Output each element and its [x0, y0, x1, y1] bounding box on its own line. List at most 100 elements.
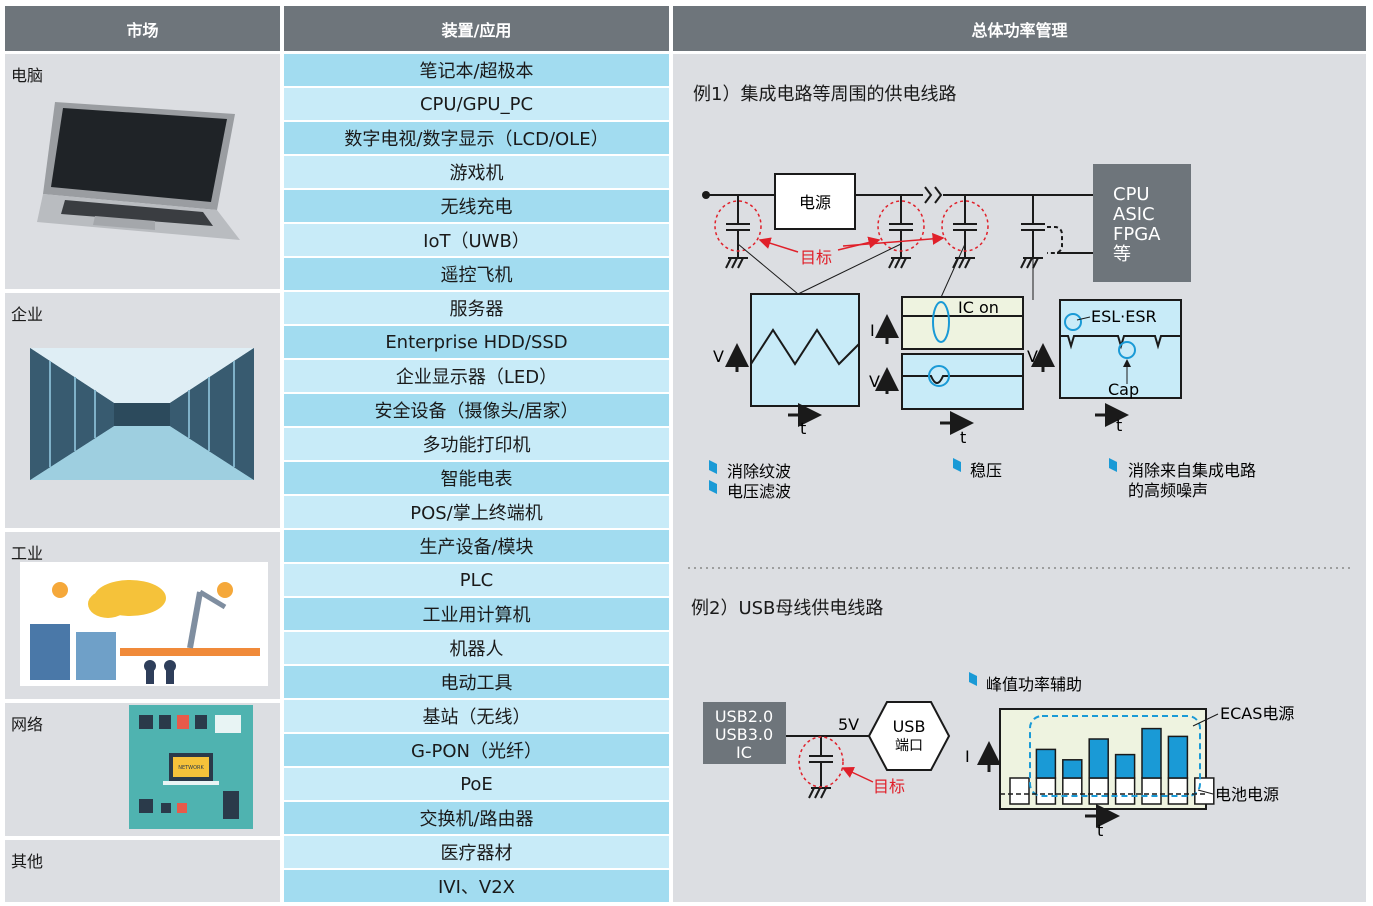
voltage-label: 5V: [838, 715, 859, 734]
v-label: V: [869, 372, 880, 391]
usb-ic-label: USB2.0: [715, 707, 773, 726]
market-network: 网络 NETWORK: [5, 703, 280, 836]
usb-ic-label: IC: [736, 743, 752, 762]
application-item: 工业用计算机: [284, 598, 669, 630]
factory-illustration: [20, 562, 268, 686]
application-item: Enterprise HDD/SSD: [284, 326, 669, 358]
peak-power-label: 峰值功率辅助: [986, 675, 1082, 694]
battery-bar: [1114, 777, 1136, 805]
application-item: G-PON（光纤）: [284, 734, 669, 766]
chip-box: [1093, 164, 1191, 282]
usb-port-hexagon: [867, 701, 951, 771]
voltage-waveform: [901, 353, 1024, 410]
power-management-panel: 例1）集成电路等周围的供电线路 电源 CPU ASIC FPGA 等 目标: [673, 54, 1366, 902]
market-label: 网络: [11, 715, 44, 734]
battery-label: 电池电源: [1215, 785, 1279, 804]
network-illustration: NETWORK: [129, 705, 253, 829]
bullet-icon: [709, 480, 717, 494]
chip-label: 等: [1113, 244, 1131, 265]
feature-text: 消除来自集成电路: [1128, 461, 1256, 480]
ecas-bar: [1114, 753, 1136, 779]
power-source-box: [774, 173, 856, 230]
application-item: 笔记本/超极本: [284, 54, 669, 86]
application-item: 多功能打印机: [284, 428, 669, 460]
battery-bar: [1009, 777, 1030, 805]
target-label: 目标: [873, 777, 905, 796]
application-item: 生产设备/模块: [284, 530, 669, 562]
market-other: 其他: [5, 840, 280, 902]
target-label: 目标: [800, 248, 832, 267]
market-label: 工业: [11, 544, 44, 563]
v-label: V: [1027, 347, 1038, 366]
application-item: 无线充电: [284, 190, 669, 222]
application-item: 游戏机: [284, 156, 669, 188]
noise-waveform: [1059, 299, 1182, 399]
ecas-bar: [1141, 727, 1162, 779]
ecas-bar: [1062, 759, 1083, 779]
header-device: 装置/应用: [284, 6, 669, 51]
battery-bar: [1035, 777, 1057, 805]
application-item: PoE: [284, 768, 669, 800]
application-item: 医疗器材: [284, 836, 669, 868]
t-label: t: [1097, 821, 1103, 840]
ic-on-label: IC on: [958, 298, 999, 317]
application-item: 数字电视/数字显示（LCD/OLE）: [284, 122, 669, 154]
application-item: 服务器: [284, 292, 669, 324]
header-power: 总体功率管理: [673, 6, 1366, 51]
datacenter-photo: [30, 348, 254, 480]
example2-title: 例2）USB母线供电线路: [691, 598, 883, 619]
application-item: 交换机/路由器: [284, 802, 669, 834]
cap-label: Cap: [1108, 380, 1139, 399]
application-item: IVI、V2X: [284, 870, 669, 902]
bullet-icon: [1109, 458, 1117, 472]
laptop-illustration: [37, 102, 240, 240]
header-market: 市场: [5, 6, 280, 51]
market-label: 电脑: [11, 66, 44, 85]
application-item: PLC: [284, 564, 669, 596]
bullet-icon: [953, 458, 961, 472]
bullet-icon: [709, 460, 717, 474]
battery-bar: [1167, 777, 1189, 805]
power-bars: [1009, 727, 1215, 805]
battery-bar: [1062, 777, 1083, 805]
usb-ic-box: [703, 702, 786, 764]
application-item: 机器人: [284, 632, 669, 664]
i-label: I: [870, 321, 875, 340]
application-item: IoT（UWB）: [284, 224, 669, 256]
feature-text: 稳压: [970, 461, 1002, 480]
i-label: I: [965, 747, 970, 766]
market-label: 企业: [11, 305, 44, 324]
application-item: CPU/GPU_PC: [284, 88, 669, 120]
power-diagrams: 例1）集成电路等周围的供电线路 电源 CPU ASIC FPGA 等 目标: [688, 84, 1351, 840]
network-badge: NETWORK: [178, 765, 204, 771]
current-waveform: [901, 296, 1024, 350]
application-item: 智能电表: [284, 462, 669, 494]
market-pc: 电脑: [5, 54, 280, 289]
usb-port-label: 端口: [895, 738, 923, 754]
battery-bar: [1141, 777, 1162, 805]
bullet-icon: [969, 672, 977, 686]
ecas-label: ECAS电源: [1220, 704, 1294, 723]
chip-label: ASIC: [1113, 204, 1155, 225]
usb-port-label: USB: [893, 717, 926, 736]
usb-ic-label: USB3.0: [715, 725, 773, 744]
feature-text: 电压滤波: [727, 482, 791, 501]
application-item: 基站（无线）: [284, 700, 669, 732]
ecas-bar: [1035, 748, 1057, 779]
t-label: t: [800, 419, 806, 438]
t-label: t: [1116, 416, 1122, 435]
example1-title: 例1）集成电路等周围的供电线路: [693, 84, 956, 105]
ecas-region: [1029, 715, 1201, 797]
feature-text: 消除纹波: [727, 462, 791, 481]
chip-label: CPU: [1113, 184, 1150, 205]
v-label: V: [713, 347, 724, 366]
application-item: 遥控飞机: [284, 258, 669, 290]
t-label: t: [960, 428, 966, 447]
ecas-bar: [1167, 735, 1189, 779]
application-item: 安全设备（摄像头/居家）: [284, 394, 669, 426]
market-label: 其他: [11, 852, 44, 871]
esl-esr-label: ESL·ESR: [1091, 307, 1157, 326]
market-enterprise: 企业: [5, 293, 280, 528]
battery-bar: [1194, 777, 1215, 805]
ecas-bar: [1088, 738, 1109, 779]
